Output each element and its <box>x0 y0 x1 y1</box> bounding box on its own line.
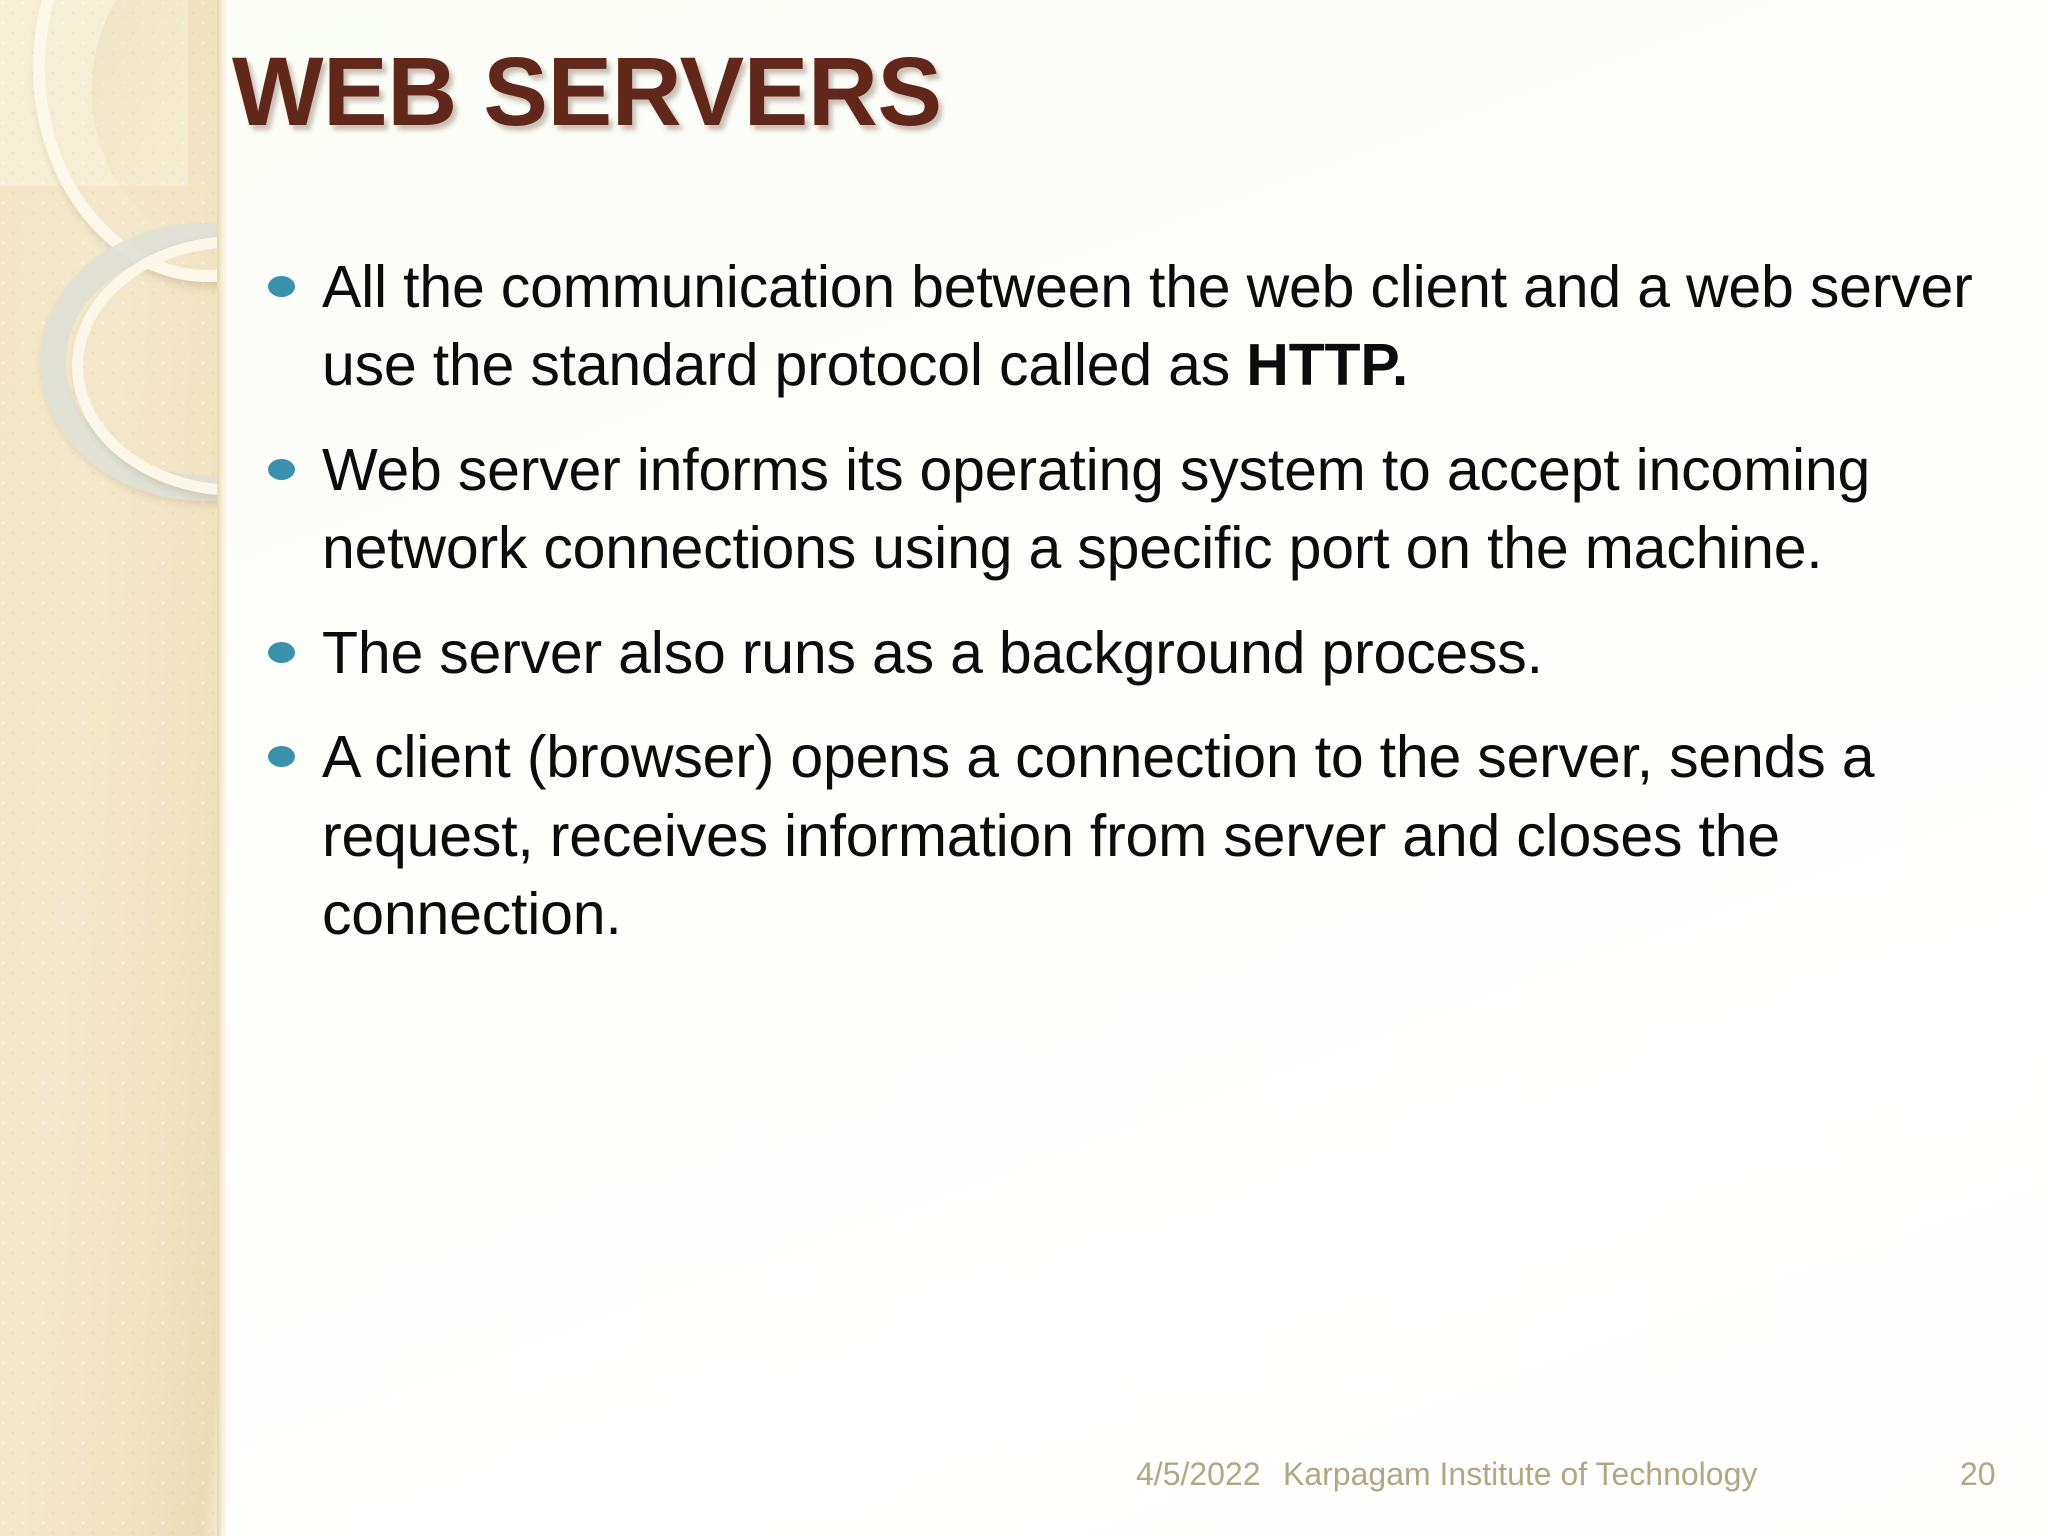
list-item: All the communication between the web cl… <box>268 248 1998 405</box>
footer-organization: Karpagam Institute of Technology <box>1283 1456 1758 1492</box>
bullet-dot-icon <box>268 641 295 663</box>
list-item: Web server informs its operating system … <box>268 431 1998 588</box>
footer-page-number: 20 <box>1960 1456 1996 1492</box>
bullet-dot-icon <box>268 746 295 768</box>
bullet-dot-icon <box>268 458 295 480</box>
list-item-text-plain: Web server informs its operating system … <box>322 436 1871 582</box>
slide-footer: 4/5/2022 Karpagam Institute of Technolog… <box>0 1456 2048 1504</box>
list-item-text: The server also runs as a background pro… <box>322 614 1998 692</box>
list-item-text: A client (browser) opens a connection to… <box>322 718 1998 953</box>
list-item-text-plain: The server also runs as a background pro… <box>322 619 1543 686</box>
list-item: The server also runs as a background pro… <box>268 614 1998 692</box>
list-item: A client (browser) opens a connection to… <box>268 718 1998 953</box>
list-item-text: Web server informs its operating system … <box>322 431 1998 588</box>
footer-date: 4/5/2022 <box>1136 1456 1261 1492</box>
list-item-text-plain: A client (browser) opens a connection to… <box>322 724 1875 948</box>
list-item-text-bold: HTTP. <box>1246 332 1409 399</box>
list-item-text-plain: All the communication between the web cl… <box>322 254 1973 399</box>
bullet-dot-icon <box>268 276 295 297</box>
sidebar-edge-highlight <box>217 0 226 1536</box>
slide-title: WEB SERVERS <box>232 37 942 146</box>
slide-body-list: All the communication between the web cl… <box>268 248 1998 980</box>
decorative-sidebar <box>0 0 226 1536</box>
list-item-text: All the communication between the web cl… <box>322 248 1998 405</box>
